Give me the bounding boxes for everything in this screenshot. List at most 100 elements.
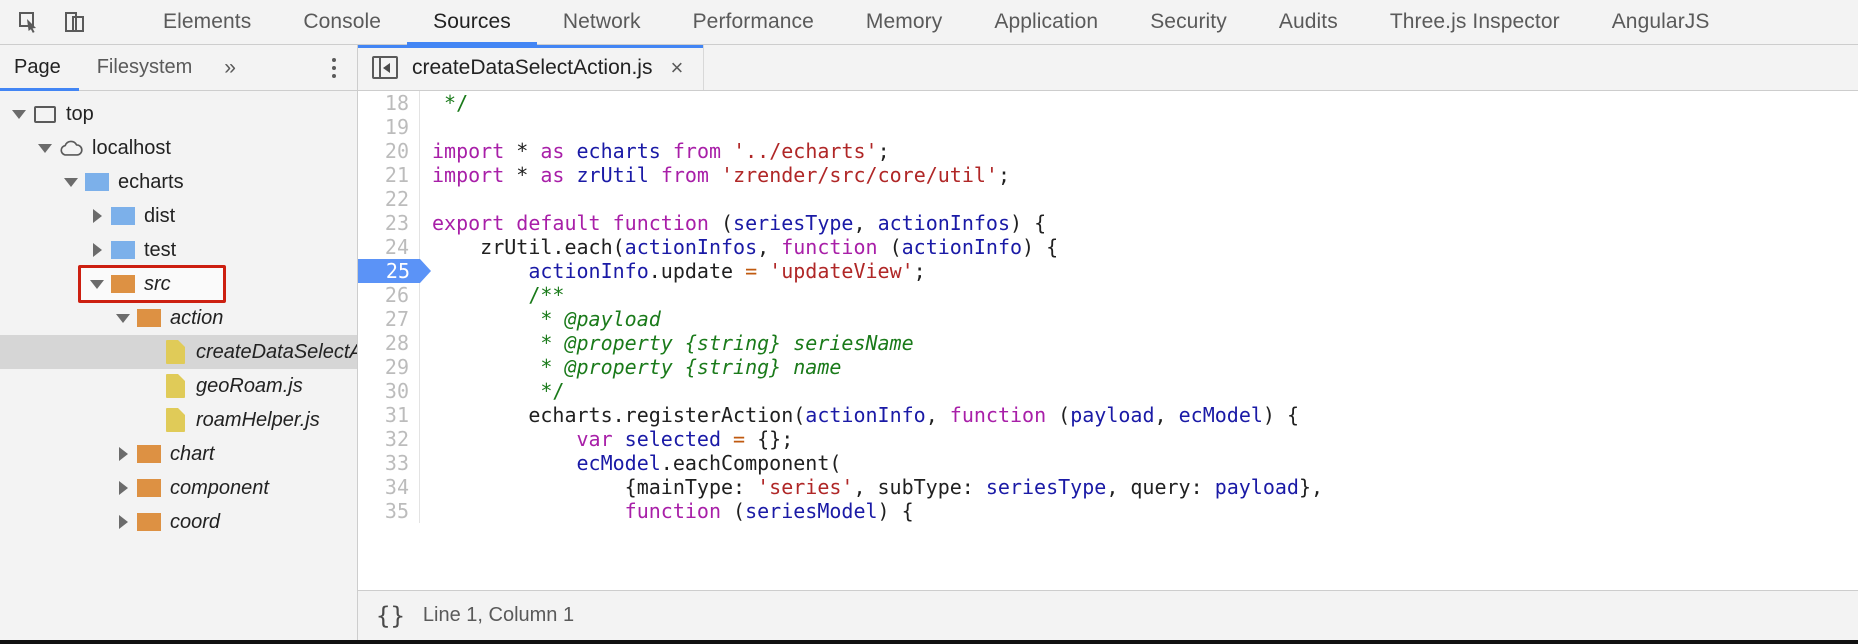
tab-label: Network (562, 10, 641, 33)
chevron-right-icon[interactable] (84, 209, 110, 223)
line-number[interactable]: 25 (358, 259, 431, 283)
tab-audits[interactable]: Audits (1253, 0, 1364, 44)
folder-icon (110, 207, 136, 225)
file-tree-folder[interactable]: echarts (0, 165, 357, 199)
line-number[interactable]: 21 (358, 163, 420, 187)
file-tree-folder[interactable]: test (0, 233, 357, 267)
code-line[interactable]: 34 {mainType: 'series', subType: seriesT… (358, 475, 1858, 499)
file-tree-folder[interactable]: component (0, 471, 357, 505)
tab-label: Memory (865, 10, 943, 33)
file-tree-folder[interactable]: chart (0, 437, 357, 471)
code-line[interactable]: 28 * @property {string} seriesName (358, 331, 1858, 355)
tab-label: Security (1150, 10, 1227, 33)
folder-icon (136, 309, 162, 327)
navigator-options-icon[interactable] (317, 45, 357, 90)
tab-security[interactable]: Security (1124, 0, 1253, 44)
tab-angularjs[interactable]: AngularJS (1586, 0, 1736, 44)
tab-three-js-inspector[interactable]: Three.js Inspector (1364, 0, 1586, 44)
inspect-element-icon[interactable] (14, 7, 44, 37)
show-navigator-icon[interactable] (372, 56, 398, 79)
tab-console[interactable]: Console (277, 0, 407, 44)
file-tree-folder[interactable]: action (0, 301, 357, 335)
line-code: ecModel.eachComponent( (576, 451, 842, 475)
code-line[interactable]: 27 * @payload (358, 307, 1858, 331)
file-tree-file[interactable]: geoRoam.js (0, 369, 357, 403)
line-number[interactable]: 18 (358, 91, 420, 115)
code-line[interactable]: 31 echarts.registerAction(actionInfo, fu… (358, 403, 1858, 427)
navigator-tab-page-label: Page (14, 56, 61, 78)
line-number[interactable]: 26 (358, 283, 420, 307)
line-number[interactable]: 28 (358, 331, 420, 355)
tab-application[interactable]: Application (968, 0, 1124, 44)
tab-sources[interactable]: Sources (407, 0, 537, 45)
line-number[interactable]: 20 (358, 139, 420, 163)
code-line[interactable]: 26 /** (358, 283, 1858, 307)
line-code (420, 187, 1858, 211)
line-number[interactable]: 23 (358, 211, 420, 235)
line-number[interactable]: 29 (358, 355, 420, 379)
file-tree-folder[interactable]: dist (0, 199, 357, 233)
code-line[interactable]: 29 * @property {string} name (358, 355, 1858, 379)
navigator-more-tabs-icon[interactable]: » (224, 55, 236, 79)
code-line[interactable]: 22 (358, 187, 1858, 211)
line-number[interactable]: 30 (358, 379, 420, 403)
line-code: */ (432, 91, 469, 115)
tree-item-label: test (144, 238, 177, 261)
pretty-print-icon[interactable]: {} (376, 601, 405, 630)
line-number[interactable]: 19 (358, 115, 420, 139)
tab-elements[interactable]: Elements (137, 0, 277, 44)
file-tree-folder[interactable]: src (0, 265, 357, 303)
line-number[interactable]: 22 (358, 187, 420, 211)
chevron-down-icon[interactable] (32, 143, 58, 153)
chevron-down-icon[interactable] (58, 177, 84, 187)
chevron-right-icon[interactable] (110, 481, 136, 495)
tab-performance[interactable]: Performance (667, 0, 840, 44)
tab-network[interactable]: Network (537, 0, 667, 44)
code-line[interactable]: 18 */ (358, 91, 1858, 115)
code-line[interactable]: 30 */ (358, 379, 1858, 403)
line-code (420, 115, 1858, 139)
js-file-icon (162, 374, 188, 398)
file-tree-folder[interactable]: top (0, 97, 357, 131)
line-number[interactable]: 27 (358, 307, 420, 331)
navigator-tab-filesystem[interactable]: Filesystem (79, 45, 211, 90)
chevron-right-icon[interactable] (110, 447, 136, 461)
code-line[interactable]: 32 var selected = {}; (358, 427, 1858, 451)
chevron-down-icon[interactable] (110, 313, 136, 323)
code-line[interactable]: 19 (358, 115, 1858, 139)
code-line[interactable]: 25 actionInfo.update = 'updateView'; (358, 259, 1858, 283)
chevron-down-icon[interactable] (6, 109, 32, 119)
navigator-tab-list: Page Filesystem » (0, 45, 357, 91)
code-line[interactable]: 24 zrUtil.each(actionInfos, function (ac… (358, 235, 1858, 259)
chevron-right-icon[interactable] (84, 243, 110, 257)
file-tree-folder[interactable]: coord (0, 505, 357, 539)
tab-label: Three.js Inspector (1389, 10, 1560, 33)
cursor-position-label: Line 1, Column 1 (422, 604, 575, 626)
line-number[interactable]: 31 (358, 403, 420, 427)
code-line[interactable]: 33 ecModel.eachComponent( (358, 451, 1858, 475)
file-tree-file[interactable]: roamHelper.js (0, 403, 357, 437)
line-number[interactable]: 32 (358, 427, 420, 451)
line-number[interactable]: 34 (358, 475, 420, 499)
line-number[interactable]: 35 (358, 499, 420, 523)
tab-memory[interactable]: Memory (840, 0, 968, 44)
navigator-tab-page[interactable]: Page (0, 45, 79, 91)
close-icon[interactable]: × (670, 54, 684, 80)
editor-tab-createdataselectaction[interactable]: createDataSelectAction.js × (358, 45, 705, 90)
file-tree-folder[interactable]: localhost (0, 131, 357, 165)
chevron-right-icon[interactable] (110, 515, 136, 529)
line-number[interactable]: 24 (358, 235, 420, 259)
file-tree-file[interactable]: createDataSelectAction.js (0, 335, 357, 369)
device-toolbar-icon[interactable] (60, 7, 90, 37)
tree-item-label: localhost (92, 136, 171, 159)
chevron-down-icon[interactable] (84, 279, 110, 289)
folder-icon (136, 479, 162, 497)
code-line[interactable]: 35 function (seriesModel) { (358, 499, 1858, 523)
line-number[interactable]: 33 (358, 451, 420, 475)
tree-row-content: component (0, 477, 269, 500)
